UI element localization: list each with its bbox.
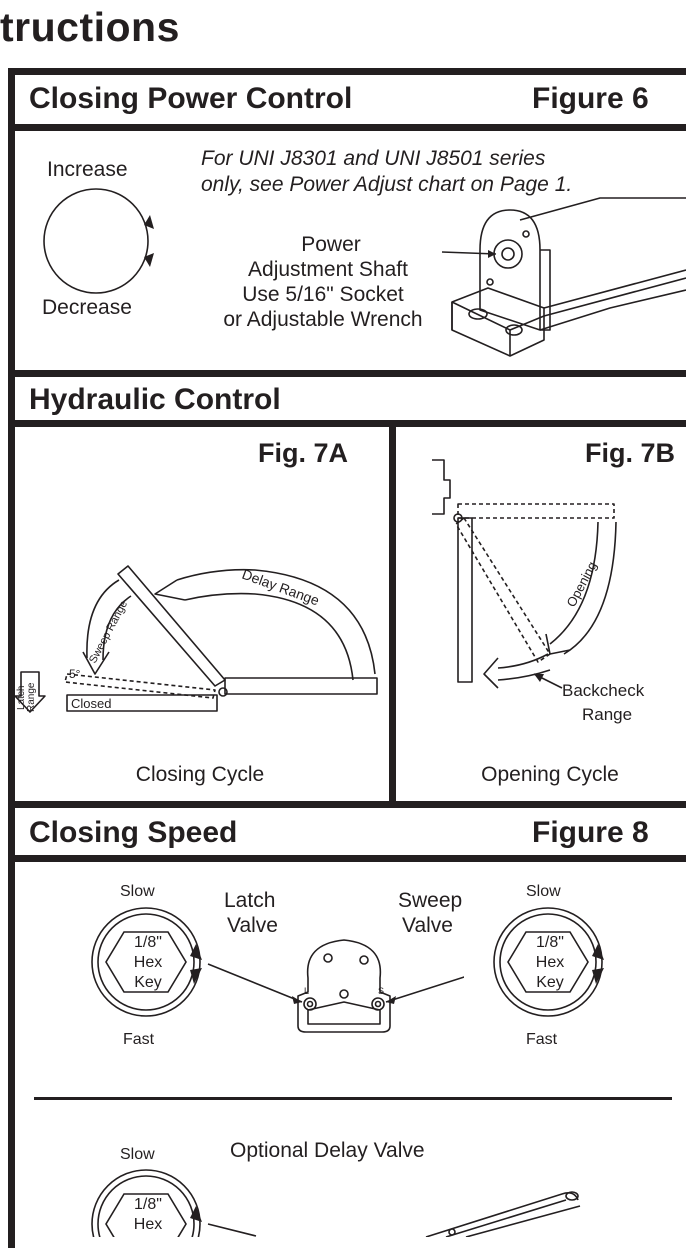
divider-power-header (8, 124, 686, 131)
divider-speed-top (8, 801, 686, 808)
increase-label: Increase (47, 158, 128, 181)
rotation-circle-icon (43, 188, 154, 294)
shaft-line-1: Power (301, 233, 361, 256)
hex-key-right-1: 1/8" (536, 934, 564, 951)
slow-label-delay: Slow (120, 1146, 155, 1163)
latch-range-label-2: Range (26, 682, 37, 712)
valve-body-illustration: L S (207, 939, 464, 1033)
optional-delay-valve-label: Optional Delay Valve (230, 1139, 425, 1162)
hex-key-left-3: Key (134, 974, 162, 991)
hex-key-adjuster-left-icon (91, 907, 202, 1017)
latch-range-label-1: Latch (16, 686, 27, 710)
section-title-closing-speed: Closing Speed (29, 816, 238, 849)
hex-key-delay-2: Hex (133, 1216, 163, 1233)
hex-key-left-1: 1/8" (134, 934, 162, 951)
shaft-line-2: Adjustment Shaft (248, 258, 408, 281)
delay-valve-body-illustration (207, 1191, 581, 1237)
hex-key-right-2: Hex (535, 954, 565, 971)
figure-6-label: Figure 6 (532, 82, 649, 115)
closing-cycle-diagram: Delay Range Sweep Range Latch Range Clos… (15, 565, 378, 713)
divider-speed-inner (34, 1097, 672, 1100)
hex-key-adjuster-right-icon (493, 907, 604, 1017)
sweep-valve-label-2: Valve (402, 914, 453, 937)
hex-key-right-3: Key (536, 974, 564, 991)
shaft-line-3: Use 5/16" Socket (242, 283, 404, 306)
section-title-closing-power: Closing Power Control (29, 82, 353, 115)
decrease-label: Decrease (42, 296, 132, 319)
opening-cycle-caption: Opening Cycle (481, 763, 619, 786)
divider-speed-header (8, 855, 686, 862)
latch-valve-label-2: Valve (227, 914, 278, 937)
five-degree-label: 5° (69, 667, 81, 681)
fast-label-right: Fast (526, 1031, 558, 1048)
shaft-line-4: or Adjustable Wrench (223, 308, 423, 331)
note-line-1: For UNI J8301 and UNI J8501 series (201, 147, 546, 170)
fig-7a-label: Fig. 7A (258, 438, 349, 468)
delay-range-label: Delay Range (240, 566, 322, 609)
closed-label: Closed (71, 696, 111, 711)
closer-body-illustration (441, 197, 686, 357)
slow-label-right: Slow (526, 883, 561, 900)
figure-frame (8, 68, 686, 1248)
divider-hydraulic-top (8, 370, 686, 377)
hex-key-left-2: Hex (133, 954, 163, 971)
backcheck-label-2: Range (582, 705, 633, 724)
divider-hydraulic-header (8, 420, 686, 427)
hex-key-adjuster-delay-icon (91, 1169, 202, 1237)
divider-fig7-vertical (389, 427, 396, 801)
note-line-2: only, see Power Adjust chart on Page 1. (201, 173, 573, 196)
opening-cycle-diagram: Opening (432, 459, 617, 689)
fig-7b-label: Fig. 7B (585, 438, 676, 468)
section-title-hydraulic: Hydraulic Control (29, 383, 281, 416)
hex-key-delay-1: 1/8" (134, 1196, 162, 1213)
sweep-valve-label-1: Sweep (398, 889, 463, 912)
page-title: tructions (0, 4, 180, 50)
latch-valve-label-1: Latch (224, 889, 276, 912)
closing-cycle-caption: Closing Cycle (135, 763, 265, 786)
figure-8-label: Figure 8 (532, 816, 649, 849)
valve-l-label: L (304, 986, 309, 996)
fast-label-left: Fast (123, 1031, 155, 1048)
valve-s-label: S (378, 986, 384, 996)
slow-label-left: Slow (120, 883, 155, 900)
backcheck-label-1: Backcheck (562, 681, 645, 700)
